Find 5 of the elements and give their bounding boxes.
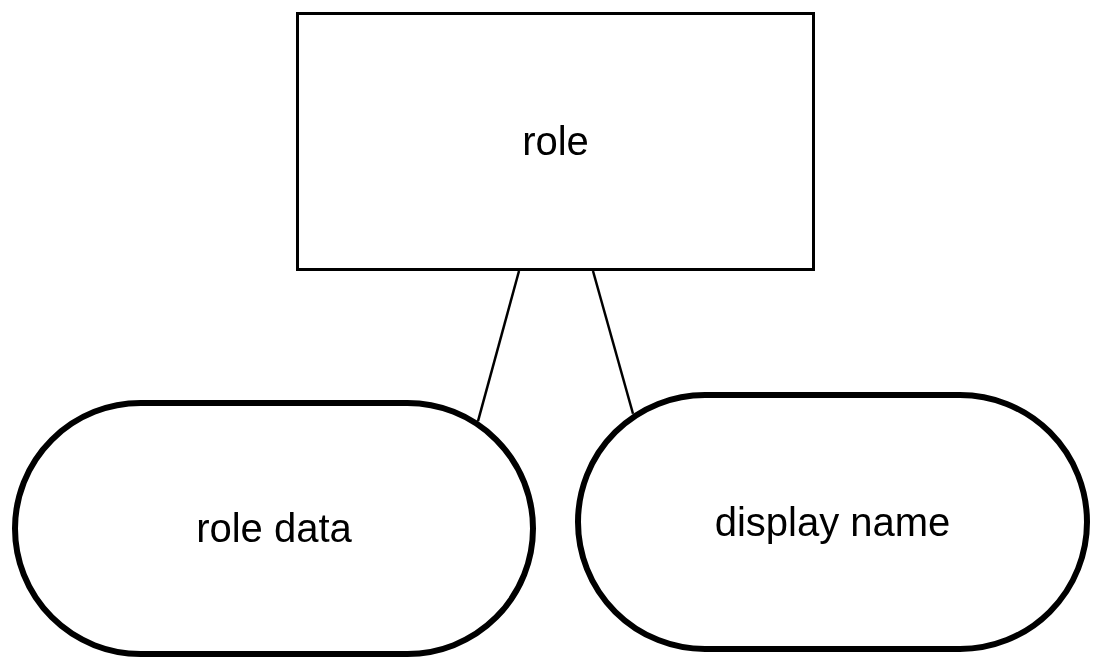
connector-line <box>476 270 521 422</box>
connector-line <box>591 270 635 415</box>
attribute-label: display name <box>714 499 951 545</box>
attribute-label: role data <box>196 506 352 551</box>
entity-label: role <box>522 119 589 164</box>
